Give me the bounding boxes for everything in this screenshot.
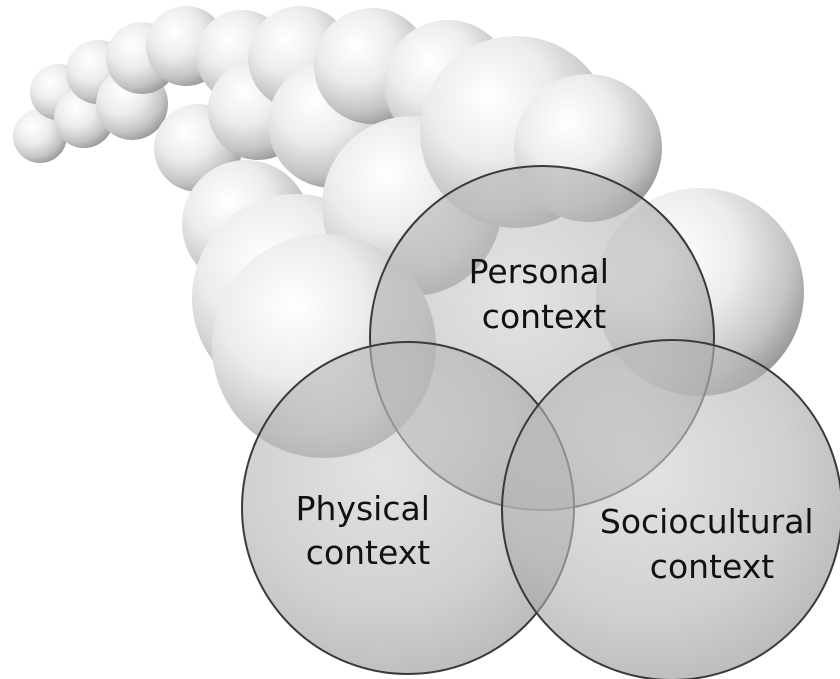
sociocultural-context-label-line1: Sociocultural [600, 502, 814, 541]
physical-context-label: Physical context [296, 489, 441, 572]
personal-context-label-line1: Personal [469, 252, 609, 291]
sociocultural-context-label-line2: context [650, 547, 774, 586]
sociocultural-context-label: Sociocultural context [600, 502, 824, 586]
venn-circles [241, 165, 840, 679]
physical-context-label-line2: context [306, 533, 430, 572]
personal-context-label-line2: context [482, 297, 606, 336]
personal-context-label: Personal context [469, 252, 620, 336]
sphere [13, 109, 67, 163]
physical-context-label-line1: Physical [296, 489, 430, 528]
sociocultural-context-circle [501, 339, 840, 679]
